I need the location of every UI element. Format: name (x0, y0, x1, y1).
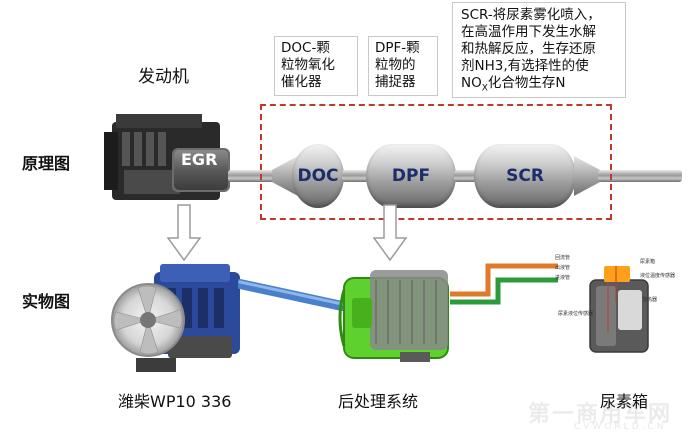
watermark-text: 第一商用车网 (528, 402, 673, 427)
tailpipe (598, 170, 682, 182)
scr-callout-line-nox: NOX化合物生存N (461, 75, 617, 98)
scr-callout-line: 剂NH3,有选择性的使 (461, 58, 589, 74)
scr-canister: SCR (474, 144, 576, 208)
scr-callout-line: 在高温作用下发生水解 (461, 24, 596, 40)
dpf-callout-line: 粒物的 (375, 57, 416, 73)
dpf-callout-line: 捕捉器 (375, 74, 416, 90)
aftertreatment-highlight-box (260, 104, 612, 220)
dpf-callout: DPF-颗 粒物的 捕捉器 (368, 36, 438, 96)
tank-label: 回流管 (555, 255, 571, 261)
row-label-physical: 实物图 (22, 292, 71, 311)
doc-callout-line: 催化器 (281, 74, 322, 90)
tank-label: 尿素箱 (640, 259, 656, 265)
engine-block-illustration (104, 114, 230, 200)
doc-callout: DOC-颗 粒物氧化 催化器 (274, 36, 358, 96)
engine-title: 发动机 (138, 67, 189, 87)
row-label-principle: 原理图 (22, 154, 71, 173)
nox-subscript: X (481, 83, 488, 94)
tank-label: 加热器 (642, 297, 658, 303)
scr-label: SCR (506, 166, 544, 186)
exhaust-hose (238, 279, 347, 311)
aftertreatment-caption: 后处理系统 (338, 392, 419, 411)
doc-label: DOC (297, 166, 339, 186)
watermark-subtext: CVWORLD.CN (574, 422, 667, 432)
doc-callout-line: 粒物氧化 (281, 57, 335, 73)
tank-label: 出液管 (555, 265, 571, 271)
engine-caption: 潍柴WP10 336 (118, 392, 232, 411)
scr-callout-line: SCR-将尿素雾化喷入， (461, 7, 601, 23)
nox-prefix: NO (461, 75, 482, 91)
tank-label: 尿素液位传感器 (558, 311, 594, 317)
dpf-canister: DPF (366, 144, 456, 208)
weichai-engine-photo (111, 264, 240, 372)
urea-lines (450, 263, 558, 305)
down-arrow-icon (372, 204, 408, 262)
urea-tank-caption: 尿素箱 (600, 392, 649, 411)
pipe-dpf-scr (454, 170, 478, 182)
scr-callout-line: 和热解反应，生存还原 (461, 41, 596, 57)
tank-label: 液位温度传感器 (640, 273, 676, 279)
tank-label: 进液管 (555, 275, 571, 281)
dpf-label: DPF (391, 166, 431, 186)
aftertreatment-unit-photo (338, 270, 449, 362)
pipe-doc-dpf (342, 170, 370, 182)
scr-callout: SCR-将尿素雾化喷入， 在高温作用下发生水解 和热解反应，生存还原 剂NH3,… (452, 2, 626, 98)
down-arrow-icon (166, 204, 202, 262)
doc-canister: DOC (292, 144, 344, 208)
dpf-callout-line: DPF-颗 (375, 40, 420, 56)
nox-suffix: 化合物生存N (487, 75, 566, 91)
doc-callout-line: DOC-颗 (281, 40, 330, 56)
urea-tank-photo (589, 266, 649, 353)
egr-label: EGR (181, 150, 218, 169)
